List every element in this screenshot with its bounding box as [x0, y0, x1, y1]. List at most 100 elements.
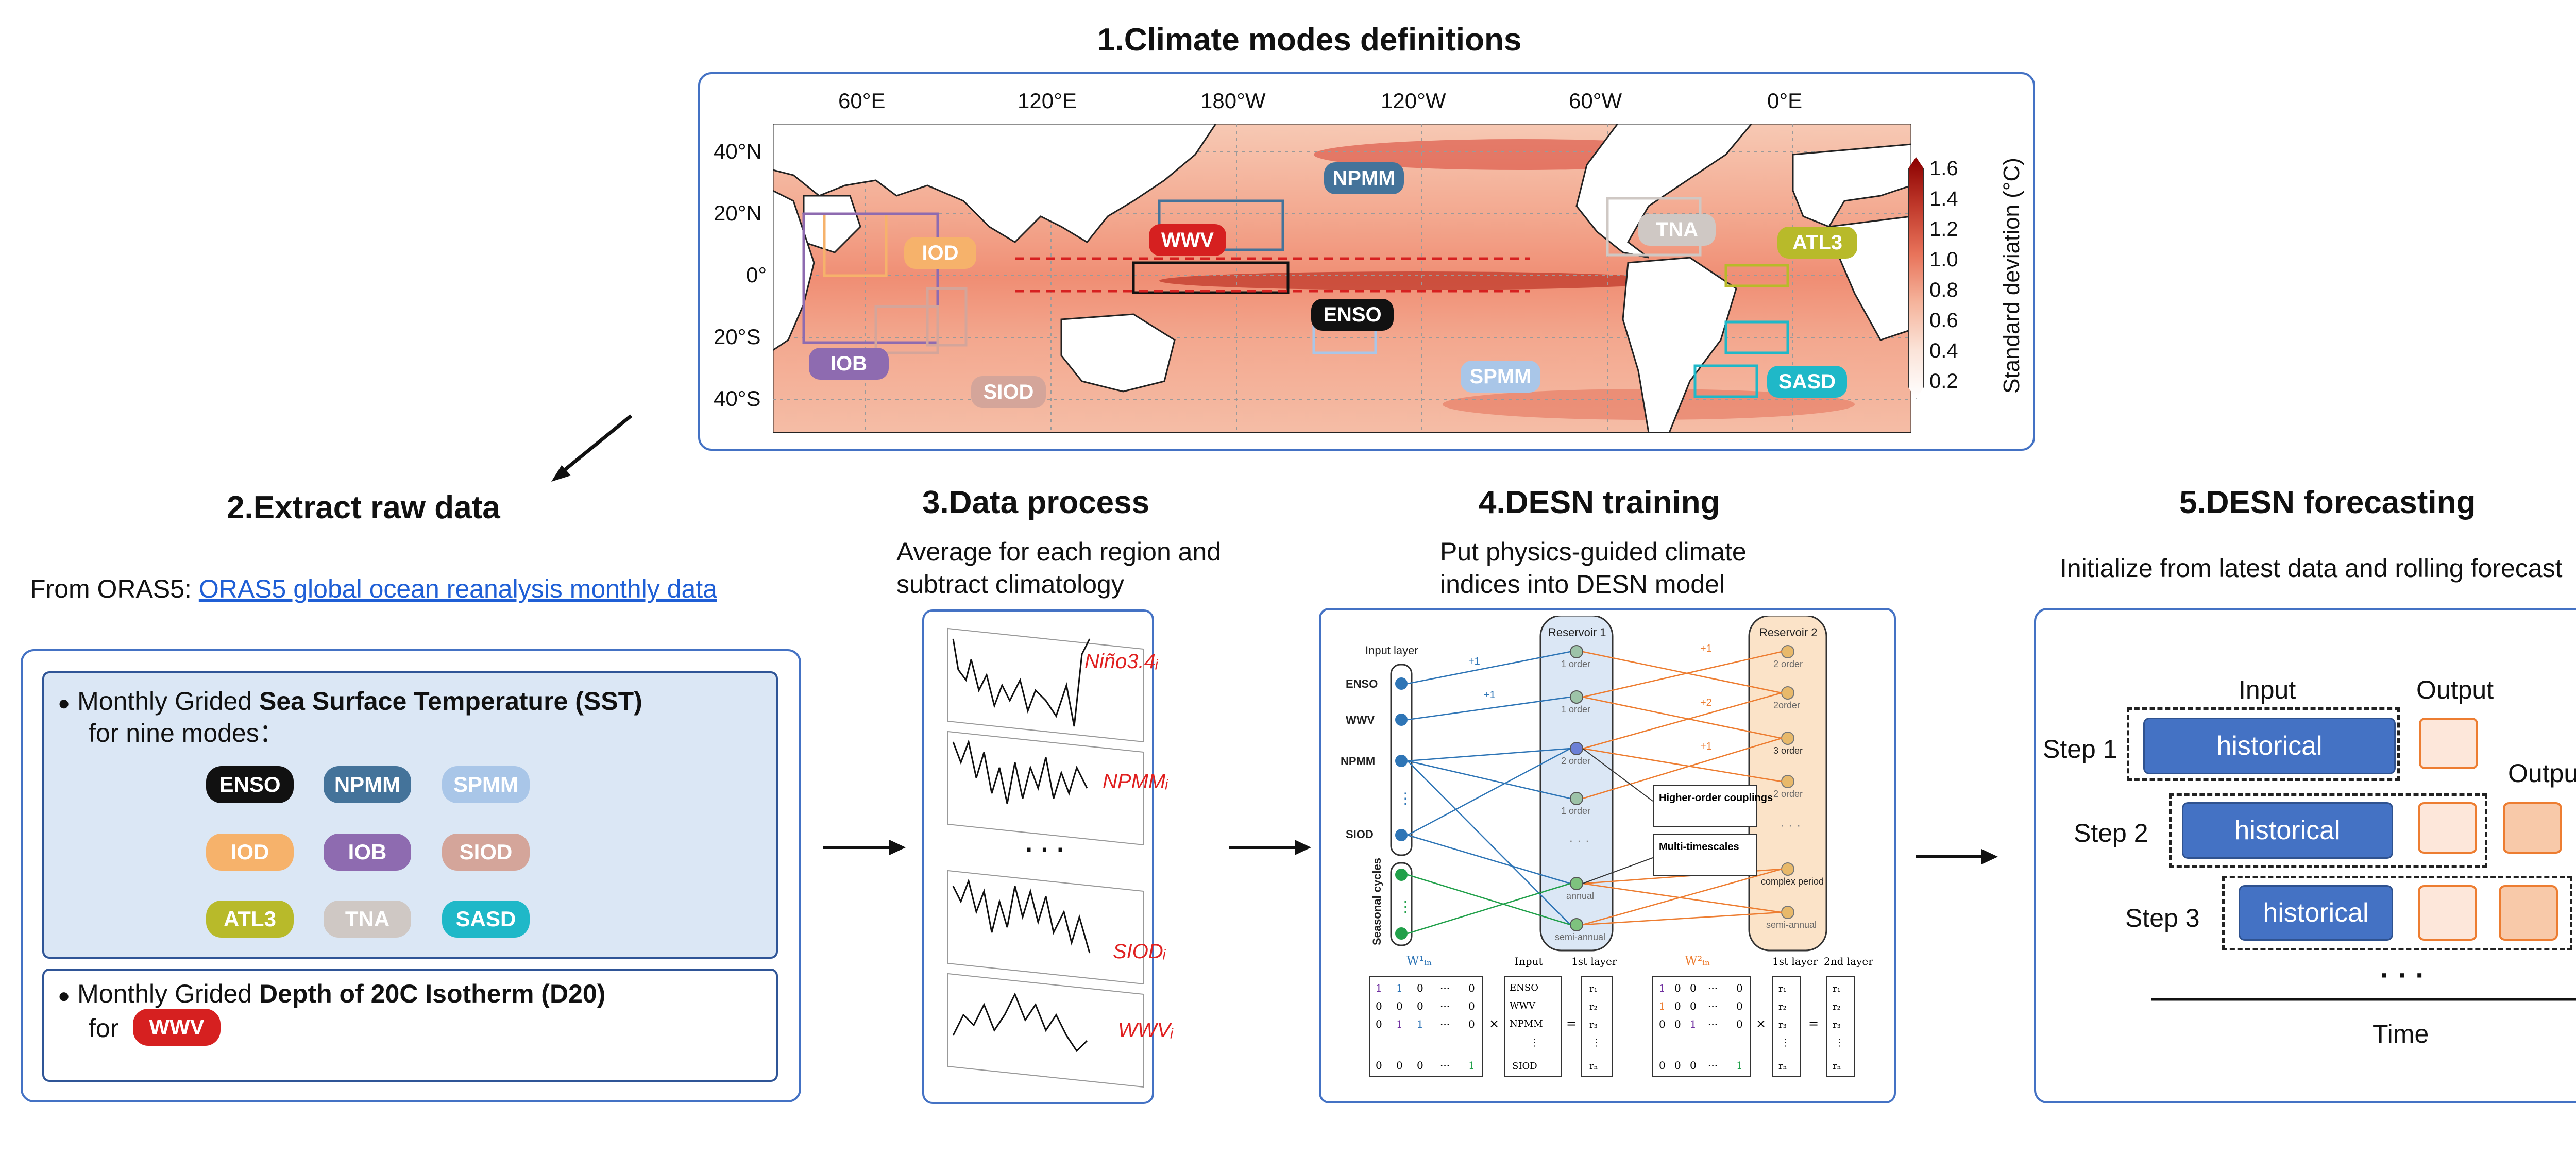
step3-desc-2: subtract climatology	[896, 570, 1124, 599]
lat-label: 40°N	[714, 139, 762, 163]
svg-text:···: ···	[1440, 982, 1450, 994]
sst-prefix: Monthly Grided	[77, 687, 260, 716]
mode-pill-spmm: SPMM	[442, 766, 530, 803]
svg-text:r₁: r₁	[1778, 983, 1787, 994]
svg-text:⋮: ⋮	[1592, 1038, 1601, 1048]
plus-label: +1	[1700, 643, 1712, 654]
colorbar-tick: 0.6	[1929, 309, 1958, 332]
colorbar	[1908, 157, 1924, 399]
colorbar-tick: 1.2	[1929, 218, 1958, 241]
step4-desc-2: indices into DESN model	[1440, 570, 1725, 599]
mode-pill-iod: IOD	[206, 834, 294, 871]
region-label-siod: SIOD	[971, 376, 1046, 408]
step2-title: 2.Extract raw data	[227, 490, 500, 525]
mode-pill-wwv: WWV	[133, 1009, 221, 1046]
svg-text:0: 0	[1674, 1059, 1681, 1072]
mode-pill-iob: IOB	[324, 834, 411, 871]
forecast-ellipsis: · · ·	[2380, 959, 2426, 991]
region-label-atl3: ATL3	[1777, 227, 1857, 259]
arrow-2-to-3	[823, 840, 906, 855]
step5-desc: Initialize from latest data and rolling …	[2060, 554, 2563, 583]
svg-text:1: 1	[1736, 1059, 1743, 1072]
svg-text:· · ·: · · ·	[1780, 817, 1801, 833]
svg-text:r₁: r₁	[1833, 983, 1841, 994]
historical-block-3: historical	[2239, 885, 2393, 941]
data-source-prefix: From ORAS5:	[30, 574, 199, 603]
input-label: Input	[2239, 675, 2296, 704]
sst-variable: Sea Surface Temperature (SST)	[259, 687, 642, 716]
callout-coupling: Higher-order couplings	[1659, 792, 1773, 804]
plus-label: +2	[1700, 697, 1712, 708]
svg-text:0: 0	[1736, 982, 1743, 994]
colorbar-label: Standard deviation (°C)	[1999, 158, 2024, 394]
svg-text:0: 0	[1417, 1059, 1423, 1072]
svg-text:rₙ: rₙ	[1589, 1061, 1598, 1072]
svg-text:r₃: r₃	[1589, 1020, 1598, 1030]
svg-text:···: ···	[1708, 1018, 1718, 1030]
svg-text:0: 0	[1396, 1059, 1403, 1072]
output-box	[2418, 802, 2477, 854]
region-label-iod: IOD	[904, 237, 976, 269]
output-box	[2418, 885, 2477, 941]
d20-for: for	[89, 1014, 119, 1043]
svg-text:r₂: r₂	[1589, 1001, 1598, 1012]
colorbar-tick: 1.6	[1929, 157, 1958, 180]
svg-text:· · ·: · · ·	[1569, 833, 1589, 848]
eq-first-layer-header-2: 1st layer	[1772, 955, 1818, 967]
r2-node-label: semi-annual	[1766, 920, 1817, 930]
input-wwv: WWV	[1346, 714, 1375, 726]
eq-input-vec: NPMM	[1510, 1018, 1543, 1029]
eq-second-layer-header: 2nd layer	[1824, 955, 1873, 967]
input-siod: SIOD	[1346, 828, 1374, 841]
oras5-link[interactable]: ORAS5 global ocean reanalysis monthly da…	[198, 574, 717, 603]
lon-label: 60°W	[1569, 89, 1622, 113]
mode-pill-siod: SIOD	[442, 834, 530, 871]
svg-text:1: 1	[1417, 1018, 1423, 1030]
step2-window	[2169, 793, 2487, 868]
svg-text:r₃: r₃	[1778, 1020, 1787, 1030]
svg-text:r₂: r₂	[1778, 1001, 1787, 1012]
plus-label: +1	[1700, 741, 1712, 752]
arrow-1-to-2	[551, 414, 633, 482]
region-label-enso: ENSO	[1311, 299, 1394, 331]
svg-text:1: 1	[1396, 982, 1403, 994]
svg-text:0: 0	[1468, 1000, 1475, 1012]
svg-text:1: 1	[1659, 982, 1666, 994]
svg-text:0: 0	[1690, 1059, 1697, 1072]
r1-node-label: 2 order	[1561, 756, 1590, 766]
svg-text:rₙ: rₙ	[1833, 1061, 1841, 1072]
svg-text:0: 0	[1690, 1000, 1697, 1012]
eq-input-vec: ENSO	[1510, 982, 1538, 993]
mode-pill-npmm: NPMM	[324, 766, 411, 803]
svg-text:0: 0	[1376, 1000, 1382, 1012]
eq-input-vec: ⋮	[1530, 1038, 1539, 1048]
colorbar-tick: 1.4	[1929, 188, 1958, 210]
svg-text:0: 0	[1674, 1000, 1681, 1012]
r2-node-label: 3 order	[1773, 745, 1803, 756]
step4-desc-1: Put physics-guided climate	[1440, 537, 1747, 566]
callout-multiscale: Multi-timescales	[1659, 841, 1739, 853]
svg-text:0: 0	[1674, 1018, 1681, 1030]
output-box	[2503, 802, 2562, 854]
d20-prefix: Monthly Grided	[77, 979, 260, 1008]
svg-text:×: ×	[1489, 1016, 1499, 1031]
svg-text:0: 0	[1468, 982, 1475, 994]
svg-text:⋮: ⋮	[1398, 898, 1413, 915]
svg-text:⋮: ⋮	[1398, 790, 1413, 807]
step3-title: 3.Data process	[922, 485, 1150, 520]
svg-text:···: ···	[1708, 1000, 1718, 1012]
lon-label: 60°E	[838, 89, 886, 113]
svg-text:···: ···	[1708, 1059, 1718, 1072]
output-label-2: Output	[2508, 759, 2576, 788]
d20-line: ● Monthly Grided Depth of 20C Isotherm (…	[58, 979, 606, 1008]
data-source-line: From ORAS5: ORAS5 global ocean reanalysi…	[30, 573, 717, 605]
input-npmm: NPMM	[1341, 755, 1375, 768]
colorbar-tick: 0.8	[1929, 279, 1958, 301]
input-enso: ENSO	[1346, 677, 1378, 690]
series-label-siod: SIODᵢ	[1113, 940, 1166, 963]
svg-text:0: 0	[1736, 1018, 1743, 1030]
svg-text:×: ×	[1756, 1016, 1766, 1031]
svg-text:0: 0	[1674, 982, 1681, 994]
w-in-1: W¹ᵢₙ	[1406, 954, 1432, 968]
input-layer-label: Input layer	[1365, 644, 1418, 657]
